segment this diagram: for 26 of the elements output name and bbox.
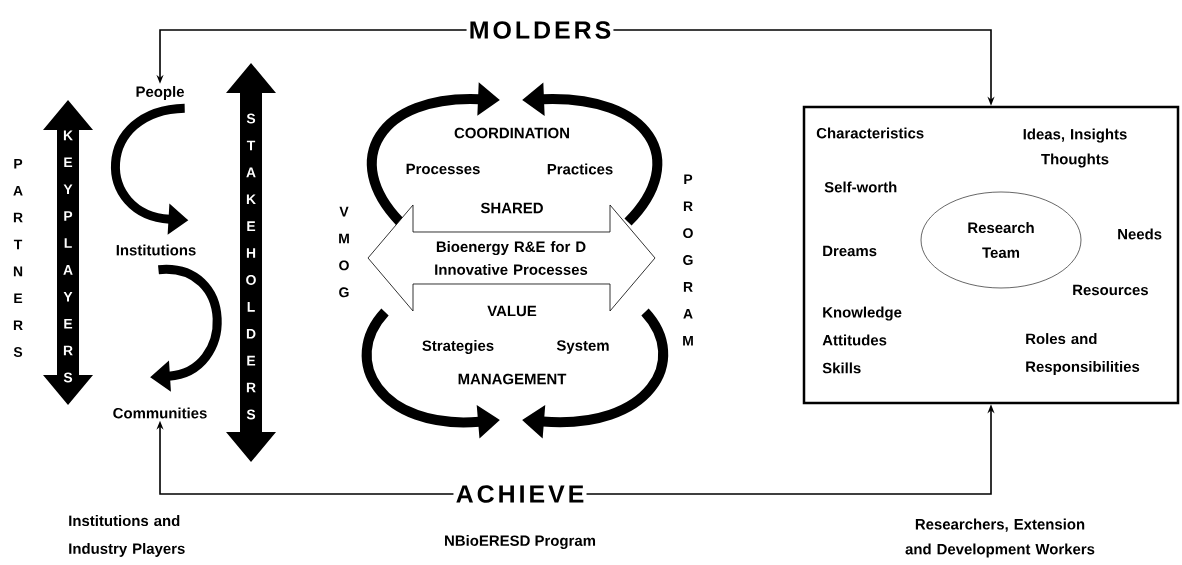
label: System: [556, 340, 609, 354]
content-box: [802, 105, 1180, 405]
stage-label: Institutions: [116, 244, 196, 256]
stage-label: Communities: [113, 407, 207, 419]
stage-label: People: [136, 86, 184, 100]
label: Institutions and Industry Players: [69, 515, 185, 557]
vertical-label: PARTNERS: [13, 159, 23, 357]
label: Knowledge Attitudes Skills: [822, 306, 902, 374]
heading: MOLDERS: [470, 21, 611, 39]
label: COORDINATION: [454, 127, 569, 139]
label: Practices: [547, 163, 613, 175]
label: Self-worth: [824, 181, 897, 193]
vertical-label: PROGRAM: [683, 174, 693, 346]
label: Ideas, Insights Thoughts: [1023, 128, 1127, 168]
label: MANAGEMENT: [458, 373, 567, 385]
vertical-label: VMOG: [339, 206, 349, 298]
label: Roles and Responsibilities: [1026, 333, 1140, 375]
label: Processes: [406, 163, 480, 175]
label: Researchers, Extension and Development Workers: [905, 518, 1095, 558]
label: Strategies: [422, 340, 494, 354]
label: Dreams: [823, 245, 877, 257]
label: SHARED: [480, 202, 543, 214]
heading: ACHIEVE: [456, 485, 584, 503]
label: NBioERESD Program: [445, 535, 596, 549]
label: Needs: [1118, 228, 1162, 240]
label: Characteristics: [816, 127, 924, 139]
